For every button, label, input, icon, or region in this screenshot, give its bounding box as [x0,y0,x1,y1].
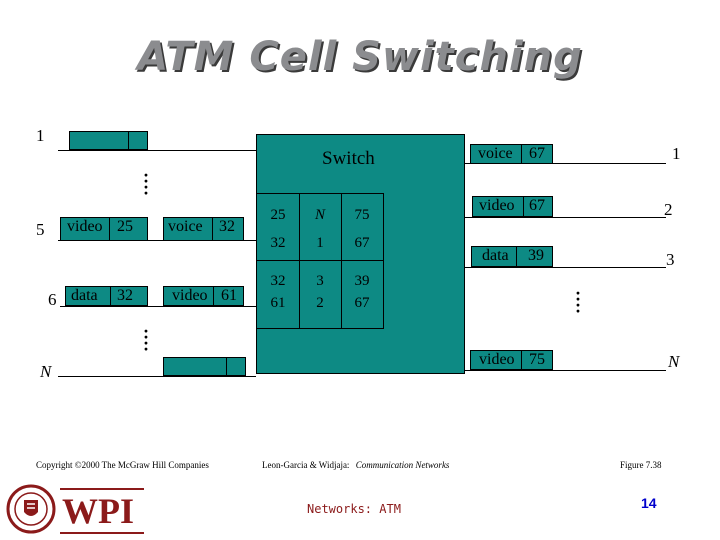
logo-text: WPI [62,491,134,531]
copyright-text: Copyright ©2000 The McGraw Hill Companie… [36,460,209,470]
page-number: 14 [641,495,657,511]
output-port-3-label: 3 [666,250,675,269]
input-6-cell-2: video 61 [163,286,244,306]
table-cell: 32 [270,235,286,251]
cell-type: video [479,197,515,214]
table-cell: N [314,207,325,223]
input-line-1 [58,150,256,151]
switch-block [256,134,465,374]
seal-icon [6,484,56,534]
cell-type: data [71,287,98,304]
input-n-cell [163,357,246,376]
input-ellipsis-bottom: ···· [142,321,149,359]
footer-authors: Leon-Garcia & Widjaja: Communication Net… [262,460,449,470]
cell-type: data [482,247,509,264]
table-cell: 2 [316,295,324,311]
output-3-cell: data 39 [471,246,553,267]
book-title: Communication Networks [355,460,450,470]
cell-vci: 67 [529,197,545,214]
wpi-logo: WPI [60,488,144,534]
input-port-6-label: 6 [48,290,57,309]
cell-vci: 67 [529,145,545,162]
output-2-cell: video 67 [472,196,553,217]
input-5-cell-2: voice 32 [163,217,244,241]
cell-vci: 32 [117,287,133,304]
cell-vci: 75 [529,351,545,368]
output-port-2-label: 2 [664,200,673,219]
input-line-5 [58,240,256,241]
cell-type: video [67,218,103,235]
table-cell: 67 [354,295,370,311]
cell-vci: 32 [219,218,235,235]
input-1-cell [69,131,148,150]
input-5-cell-1: video 25 [60,217,148,241]
input-ellipsis-top: ···· [142,165,149,203]
output-line-2 [465,217,666,218]
slide-title: ATM Cell Switching [137,34,583,80]
switch-label: Switch [322,148,375,169]
figure-number: Figure 7.38 [620,460,662,470]
table-cell: 39 [354,273,370,289]
authors-text: Leon-Garcia & Widjaja: [262,460,350,470]
table-cell: 3 [316,273,324,289]
output-port-1-label: 1 [672,144,681,163]
output-port-n-label: N [668,352,680,371]
table-cell: 75 [354,207,370,223]
output-ellipsis: ···· [574,283,581,321]
table-cell: 61 [270,295,286,311]
input-port-n-label: N [40,362,52,381]
cell-vci: 61 [221,287,237,304]
table-cell: 67 [354,235,370,251]
routing-table: 25 N 75 32 1 67 32 3 39 61 2 67 [256,193,384,329]
cell-vci: 25 [117,218,133,235]
output-1-cell: voice 67 [470,144,553,164]
input-6-cell-1: data 32 [65,286,148,306]
output-line-3 [465,267,666,268]
table-cell: 1 [316,235,324,251]
input-line-n [58,376,256,377]
input-port-1-label: 1 [36,126,45,145]
cell-type: voice [478,145,513,162]
output-n-cell: video 75 [470,350,553,370]
output-line-n [465,370,666,371]
table-cell: 25 [270,207,286,223]
cell-type: voice [168,218,203,235]
output-line-1 [465,163,666,164]
table-cell: 32 [270,273,286,289]
input-line-6 [60,306,256,307]
input-port-5-label: 5 [36,220,45,239]
course-label: Networks: ATM [307,502,401,516]
cell-vci: 39 [528,247,544,264]
cell-type: video [479,351,515,368]
cell-type: video [172,287,208,304]
